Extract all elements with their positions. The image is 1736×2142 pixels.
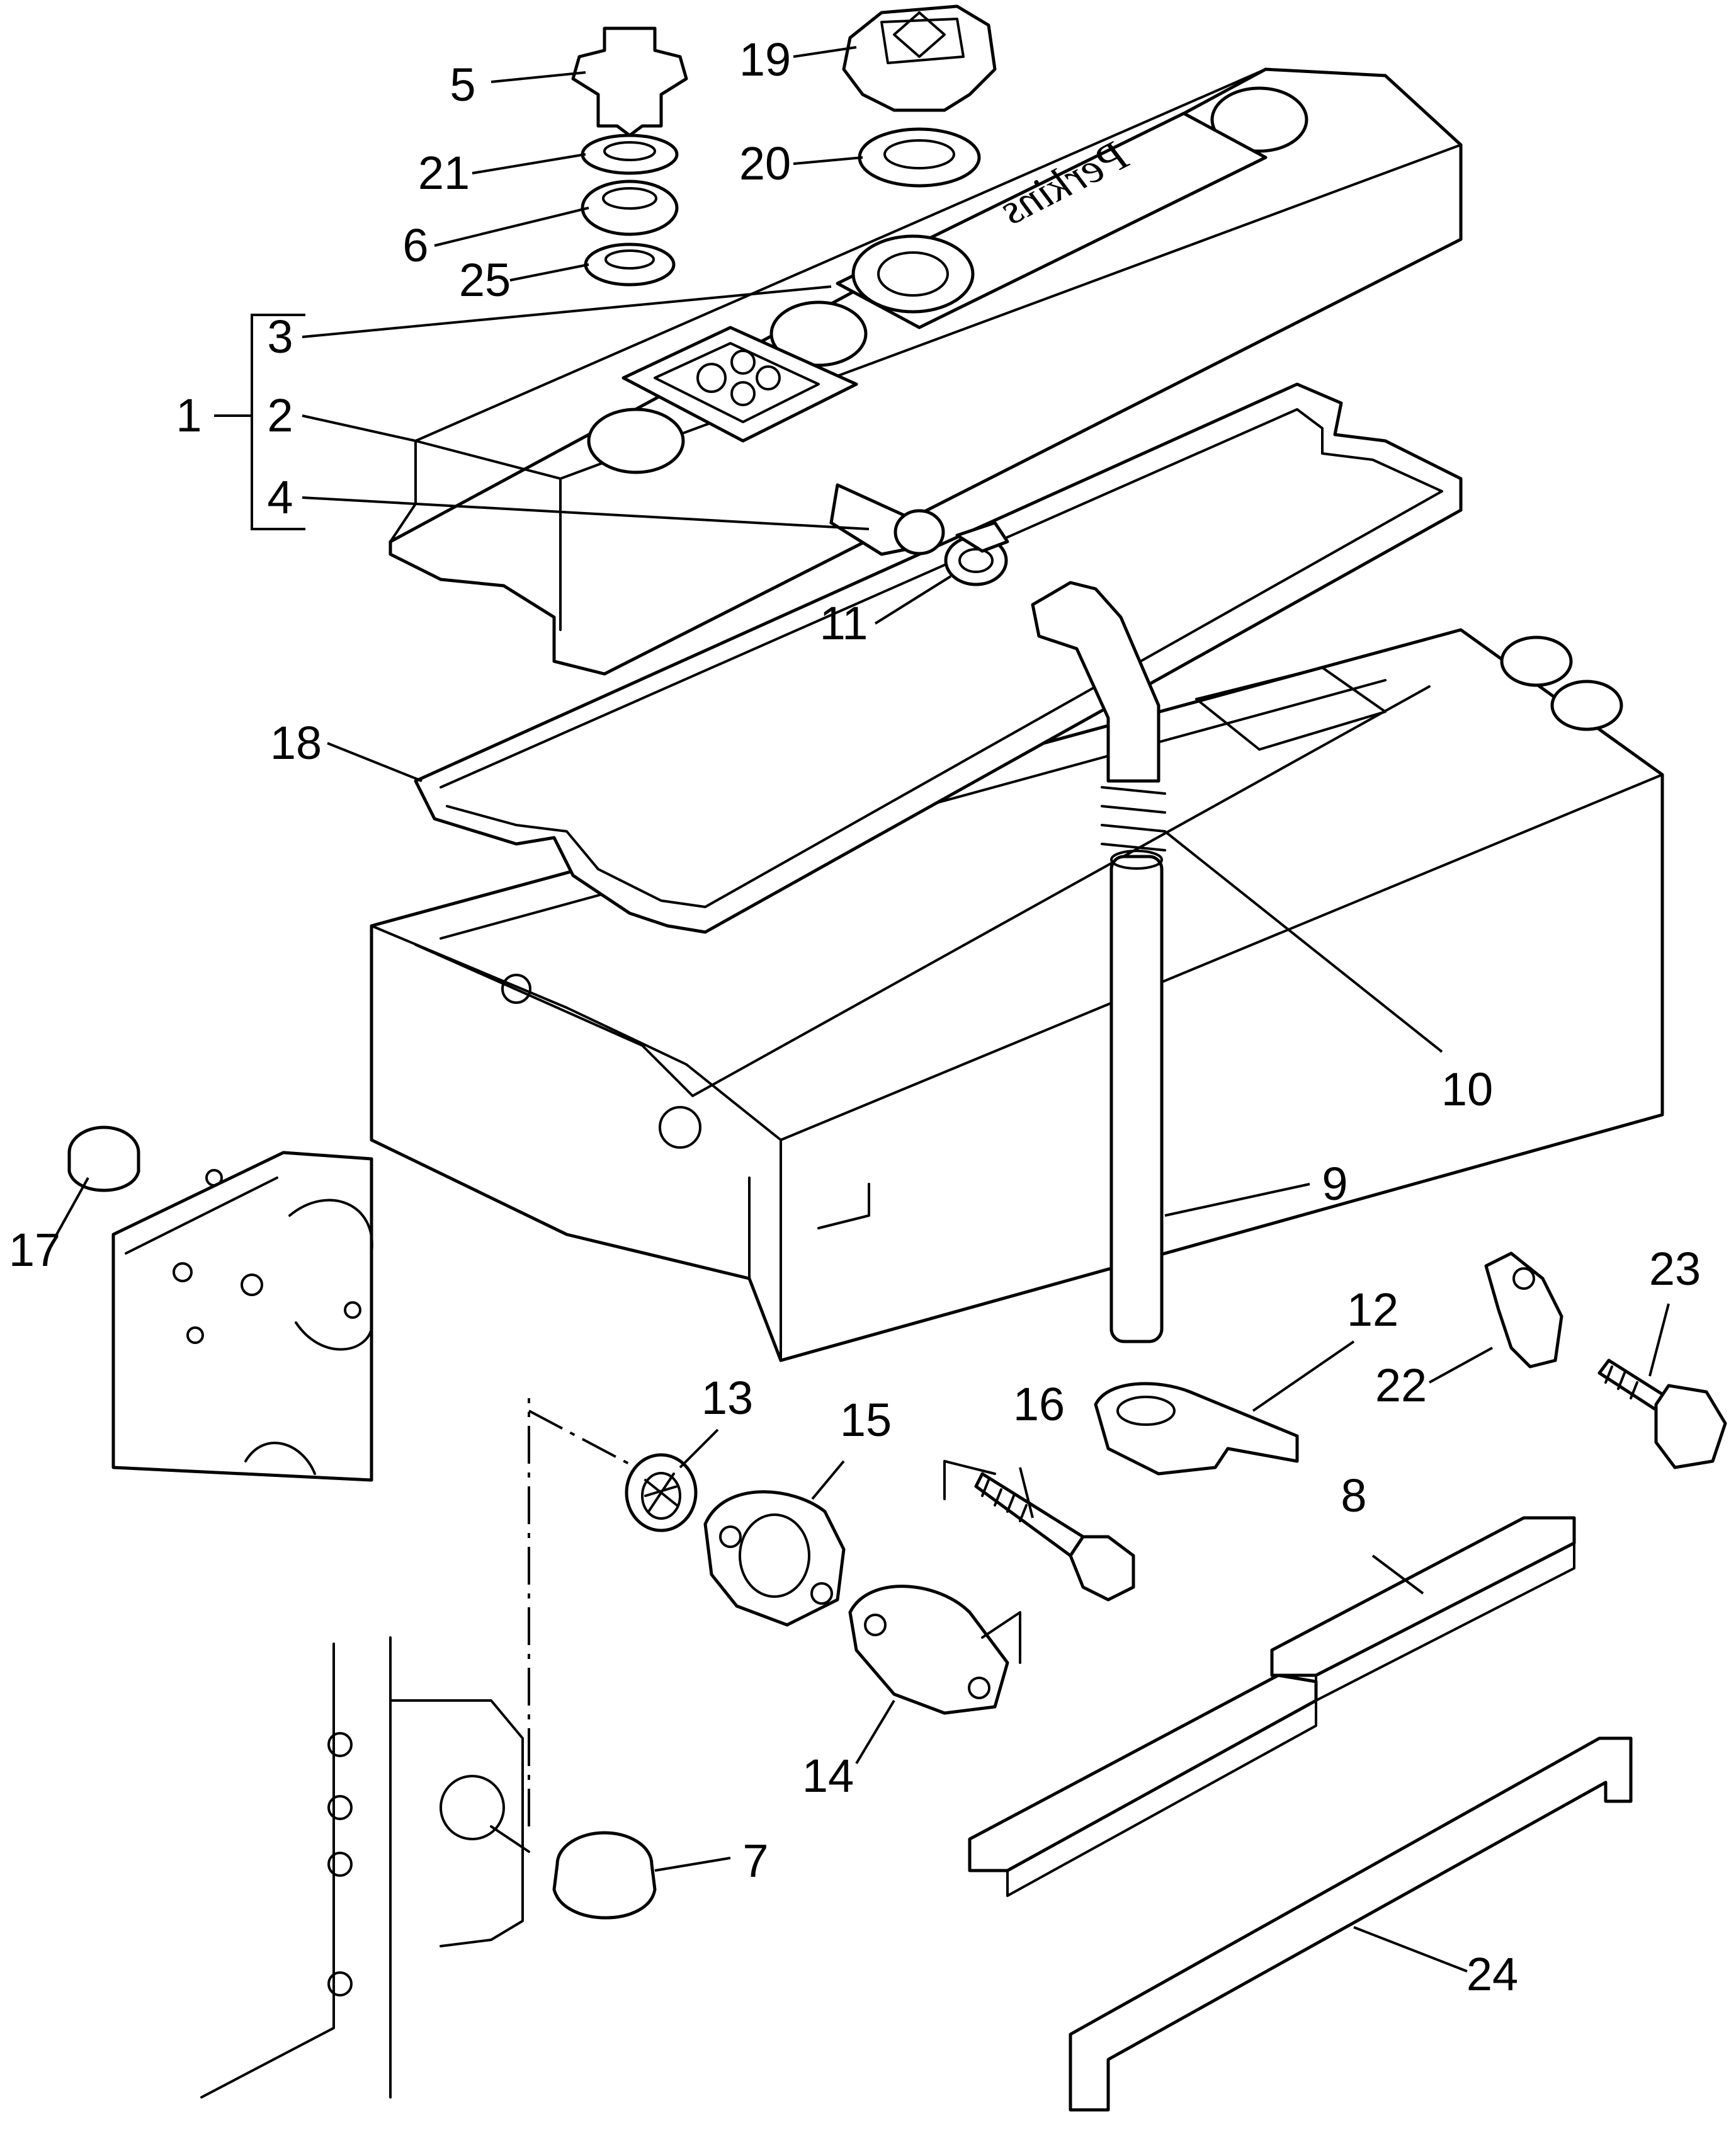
callout-22: 22 bbox=[1375, 1359, 1427, 1411]
pipe-clamp bbox=[1094, 1382, 1299, 1476]
seal-strips bbox=[968, 1516, 1576, 1897]
guide-rail bbox=[1069, 1736, 1633, 2112]
sealing-plug bbox=[552, 1831, 657, 1920]
p-clip bbox=[1484, 1251, 1563, 1369]
callout-9: 9 bbox=[1322, 1158, 1347, 1210]
callout-7: 7 bbox=[742, 1835, 768, 1887]
callout-19: 19 bbox=[739, 33, 791, 86]
rocker-cover: Perkins bbox=[389, 67, 1463, 676]
leader-lines bbox=[55, 46, 1670, 1973]
oil-filler-cap bbox=[842, 4, 997, 188]
callout-5: 5 bbox=[450, 59, 475, 111]
cover-plate bbox=[848, 1585, 1009, 1715]
callout-10: 10 bbox=[1441, 1063, 1493, 1115]
callout-6: 6 bbox=[402, 219, 428, 271]
callout-21: 21 bbox=[418, 147, 470, 199]
breather-pipe bbox=[1109, 850, 1164, 1343]
callout-16: 16 bbox=[1013, 1378, 1065, 1430]
flange-gasket bbox=[703, 1490, 846, 1627]
callout-25: 25 bbox=[459, 254, 511, 306]
callout-12: 12 bbox=[1347, 1284, 1398, 1336]
rocker-cover-gasket bbox=[414, 382, 1463, 934]
breather-hose bbox=[1031, 581, 1166, 852]
callout-4: 4 bbox=[267, 471, 293, 523]
rear-plate bbox=[200, 1636, 524, 2099]
callout-17: 17 bbox=[9, 1224, 60, 1276]
callout-2: 2 bbox=[267, 389, 293, 442]
callout-labels: 1 2 3 4 5 6 7 8 9 10 11 12 13 14 15 16 1… bbox=[9, 33, 1701, 2000]
callout-1: 1 bbox=[176, 389, 201, 442]
callout-8: 8 bbox=[1341, 1469, 1366, 1522]
group-bracket bbox=[251, 314, 305, 530]
assembly-lines bbox=[490, 1398, 1021, 1853]
setscrew bbox=[974, 1472, 1135, 1602]
breather-filter bbox=[625, 1453, 698, 1532]
flange-bolt bbox=[1597, 1359, 1727, 1469]
callout-18: 18 bbox=[270, 717, 322, 769]
callout-11: 11 bbox=[820, 597, 868, 649]
blanking-plug bbox=[67, 1125, 140, 1192]
callout-24: 24 bbox=[1467, 1948, 1518, 2000]
timing-case-block bbox=[111, 1151, 373, 1482]
callout-3: 3 bbox=[267, 310, 293, 363]
cap-nut-stack bbox=[571, 26, 688, 287]
callout-13: 13 bbox=[701, 1372, 753, 1424]
callout-23: 23 bbox=[1649, 1243, 1701, 1295]
hose-clip bbox=[944, 521, 1009, 586]
callout-15: 15 bbox=[840, 1394, 892, 1446]
callout-14: 14 bbox=[802, 1750, 854, 1802]
callout-20: 20 bbox=[739, 137, 791, 190]
cylinder-head-block bbox=[370, 628, 1664, 1362]
